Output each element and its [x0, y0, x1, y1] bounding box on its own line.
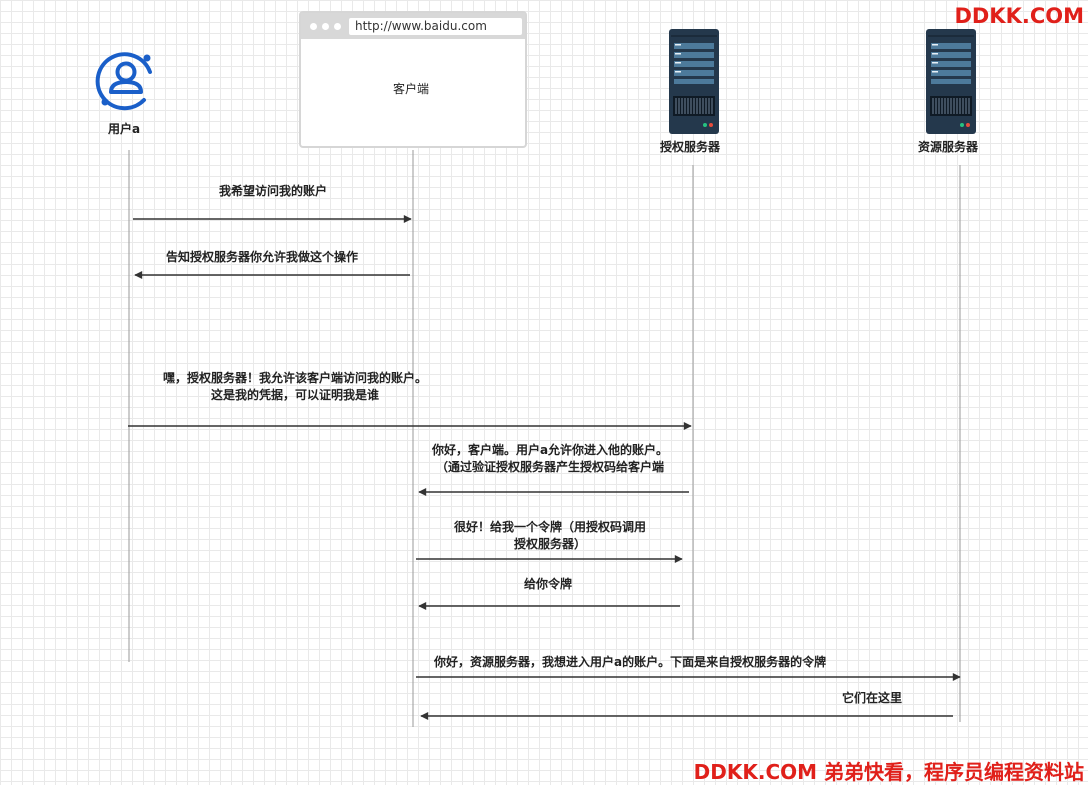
- browser-dot-icon: [334, 23, 341, 30]
- resource-server-label: 资源服务器: [918, 140, 979, 154]
- message-label: 它们在这里: [842, 691, 903, 705]
- watermark-top: DDKK.COM: [954, 4, 1084, 28]
- message-label: 告知授权服务器你允许我做这个操作: [166, 250, 359, 264]
- browser-window-icon: http://www.baidu.com: [299, 11, 527, 148]
- message-label: 你好，资源服务器，我想进入用户a的账户。下面是来自授权服务器的令牌: [434, 655, 827, 669]
- auth-server-label: 授权服务器: [660, 140, 721, 154]
- browser-url: http://www.baidu.com: [355, 19, 487, 33]
- server-icon: [926, 29, 976, 134]
- message-label: 嘿，授权服务器！我允许该客户端访问我的账户。 这是我的凭据，可以证明我是谁: [162, 371, 427, 402]
- message-label: 我希望访问我的账户: [219, 184, 328, 198]
- message-label: 给你令牌: [524, 577, 573, 591]
- user-icon: [95, 52, 152, 111]
- watermark-bottom: DDKK.COM 弟弟快看，程序员编程资料站: [693, 760, 1084, 784]
- browser-dot-icon: [322, 23, 329, 30]
- message-label: 你好，客户端。用户a允许你进入他的账户。 （通过验证授权服务器产生授权码给客户端: [431, 443, 669, 474]
- browser-titlebar: http://www.baidu.com: [301, 13, 525, 39]
- browser-address-bar: http://www.baidu.com: [349, 18, 522, 35]
- user-actor: [94, 48, 158, 112]
- message-label: 很好！给我一个令牌（用授权码调用 授权服务器）: [453, 520, 646, 551]
- auth-server-icon: [669, 29, 719, 134]
- resource-server-icon: [926, 29, 976, 134]
- browser-dot-icon: [310, 23, 317, 30]
- client-label: 客户端: [393, 82, 430, 96]
- user-label: 用户a: [108, 122, 141, 136]
- server-icon: [669, 29, 719, 134]
